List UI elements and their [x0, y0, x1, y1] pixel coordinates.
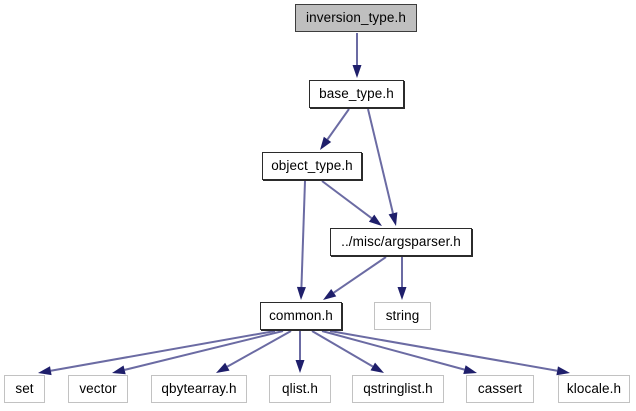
node-label-qstringlist: qstringlist.h	[363, 381, 433, 397]
node-qlist[interactable]: qlist.h	[269, 375, 331, 403]
edge-arrowhead	[556, 366, 570, 376]
edge-line	[329, 330, 558, 372]
node-common[interactable]: common.h	[260, 302, 342, 330]
edge-arrowhead	[320, 136, 332, 150]
node-label-string: string	[385, 308, 420, 324]
node-label-vector: vector	[79, 381, 117, 397]
edge-object_type-to-common	[296, 180, 306, 300]
edge-arrowhead	[296, 286, 306, 300]
edge-arrowhead	[463, 365, 477, 374]
edge-argsparser-to-string	[397, 257, 407, 300]
edge-arrowhead	[38, 366, 52, 376]
edge-common-to-qstringlist	[311, 330, 384, 373]
edge-arrowhead	[370, 362, 384, 373]
node-label-object_type: object_type.h	[271, 158, 353, 174]
edge-arrowhead	[368, 214, 382, 226]
edge-arrowhead	[216, 362, 230, 373]
edge-argsparser-to-common	[323, 256, 387, 300]
edge-base_type-to-argsparser	[367, 108, 398, 226]
edge-arrowhead	[352, 65, 362, 78]
edge-common-to-qbytearray	[216, 330, 292, 373]
node-label-qlist: qlist.h	[282, 381, 318, 397]
edge-arrowhead	[295, 360, 305, 373]
edge-line	[321, 330, 465, 371]
edge-arrowhead	[397, 287, 407, 300]
node-label-klocale: klocale.h	[566, 381, 622, 397]
edge-arrowhead	[112, 365, 126, 375]
node-label-inversion_type: inversion_type.h	[306, 10, 406, 26]
edge-line	[50, 330, 276, 372]
node-set[interactable]: set	[4, 375, 45, 403]
node-object_type[interactable]: object_type.h	[262, 152, 362, 180]
node-label-set: set	[15, 381, 34, 397]
edge-inversion_type-to-base_type	[352, 33, 362, 78]
edge-common-to-qlist	[295, 331, 305, 373]
node-inversion_type[interactable]: inversion_type.h	[295, 4, 417, 32]
node-label-qbytearray: qbytearray.h	[161, 381, 237, 397]
edge-line	[326, 108, 350, 140]
node-qbytearray[interactable]: qbytearray.h	[151, 375, 247, 403]
node-argsparser[interactable]: ../misc/argsparser.h	[330, 228, 472, 256]
edge-object_type-to-argsparser	[321, 180, 382, 226]
edge-line	[124, 330, 284, 371]
edge-common-to-cassert	[321, 330, 477, 374]
edge-arrowhead	[323, 288, 337, 300]
node-qstringlist[interactable]: qstringlist.h	[352, 375, 444, 403]
edge-arrowhead	[388, 212, 398, 226]
edge-base_type-to-object_type	[320, 108, 350, 150]
node-label-cassert: cassert	[477, 381, 523, 397]
edge-line	[321, 180, 373, 219]
edge-common-to-vector	[112, 330, 284, 375]
edge-line	[300, 180, 306, 288]
node-cassert[interactable]: cassert	[466, 375, 534, 403]
edge-line	[226, 330, 292, 368]
node-base_type[interactable]: base_type.h	[309, 80, 404, 108]
edge-line	[367, 108, 394, 214]
node-klocale[interactable]: klocale.h	[558, 375, 630, 403]
node-string[interactable]: string	[374, 302, 431, 330]
node-label-argsparser: ../misc/argsparser.h	[341, 234, 461, 250]
edge-line	[311, 330, 374, 368]
node-label-base_type: base_type.h	[319, 86, 394, 102]
node-label-common: common.h	[269, 308, 333, 324]
edge-common-to-klocale	[329, 330, 570, 376]
node-vector[interactable]: vector	[68, 375, 128, 403]
edge-line	[333, 256, 387, 294]
edge-common-to-set	[38, 330, 276, 376]
